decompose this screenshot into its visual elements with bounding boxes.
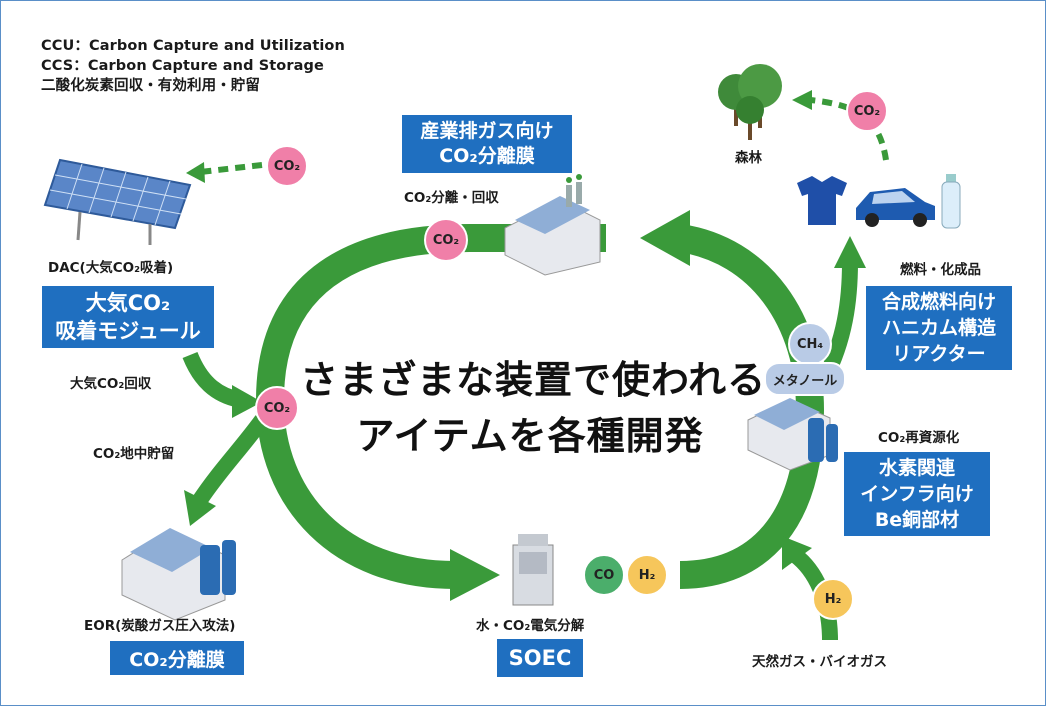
recycling-plant-icon [747, 398, 838, 471]
co-badge: CO [583, 554, 625, 596]
center-title-line1: さまざまな装置で使われる [300, 358, 767, 402]
box-line: ハニカム構造 [881, 317, 996, 339]
dac-module-box: 大気CO₂ 吸着モジュール [42, 286, 214, 348]
legend-japanese: 二酸化炭素回収・有効利用・貯留 [41, 78, 260, 94]
box-line: 産業排ガス向け [420, 120, 554, 142]
co2-badge-left: CO₂ [255, 386, 299, 430]
synthetic-fuel-box: 合成燃料向け ハニカム構造 リアクター [866, 286, 1012, 370]
center-title-line2: アイテムを各種開発 [356, 414, 704, 458]
box-line: 水素関連 [878, 457, 955, 479]
label-forest: 森林 [735, 150, 762, 166]
methanol-badge: メタノール [764, 362, 846, 396]
legend: CCU：Carbon Capture and Utilization CCS：C… [41, 36, 345, 96]
h2-badge-supply: H₂ [812, 578, 854, 620]
label-atmos-recovery: 大気CO₂回収 [70, 376, 152, 392]
t-shirt-icon [797, 176, 847, 225]
co2-badge-dac: CO₂ [266, 145, 308, 187]
forest-dashed-arrow [809, 97, 889, 161]
label-eor: EOR(炭酸ガス圧入攻法) [84, 618, 236, 634]
car-icon [856, 188, 935, 227]
box-line: SOEC [508, 646, 572, 670]
ch4-badge: CH₄ [788, 322, 832, 366]
box-line: Be銅部材 [874, 509, 960, 531]
forest-icon [718, 64, 782, 140]
soec-device-icon [512, 534, 554, 606]
factory-icon [504, 174, 601, 276]
box-line: 吸着モジュール [55, 319, 201, 343]
box-line: インフラ向け [860, 483, 974, 505]
box-line: 合成燃料向け [881, 291, 996, 313]
solar-panel-icon [43, 158, 192, 245]
h2-badge-soec: H₂ [626, 554, 668, 596]
box-line: CO₂分離膜 [439, 145, 535, 167]
label-fuel-chem: 燃料・化成品 [900, 262, 981, 278]
soec-box: SOEC [497, 639, 583, 677]
label-natural-gas: 天然ガス・バイオガス [752, 654, 887, 670]
label-electrolysis: 水・CO₂電気分解 [476, 618, 585, 634]
eor-membrane-box: CO₂分離膜 [110, 641, 244, 675]
dac-dashed-arrow [199, 162, 263, 175]
box-line: 大気CO₂ [85, 291, 171, 315]
main-cycle-arrowhead-bottom [450, 549, 500, 601]
co2-badge-forest: CO₂ [846, 90, 888, 132]
hydrogen-infra-box: 水素関連 インフラ向け Be銅部材 [844, 452, 990, 536]
label-dac: DAC(大気CO₂吸着) [48, 260, 174, 276]
co2-badge-factory: CO₂ [424, 218, 468, 262]
label-recycling: CO₂再資源化 [878, 430, 960, 446]
box-line: リアクター [892, 343, 986, 365]
underground-arrow [193, 415, 269, 505]
label-co2-separation: CO₂分離・回収 [404, 190, 499, 206]
eor-plant-icon [121, 528, 236, 621]
industrial-membrane-box: 産業排ガス向け CO₂分離膜 [402, 115, 572, 173]
box-line: CO₂分離膜 [129, 648, 225, 671]
bottle-icon [941, 174, 961, 229]
legend-ccs: CCS：Carbon Capture and Storage [41, 58, 324, 74]
main-cycle-arrowhead-top [640, 210, 690, 266]
center-title: さまざまな装置で使われる アイテムを各種開発 [300, 352, 767, 464]
legend-ccu: CCU：Carbon Capture and Utilization [41, 38, 345, 54]
label-underground: CO₂地中貯留 [93, 446, 175, 462]
